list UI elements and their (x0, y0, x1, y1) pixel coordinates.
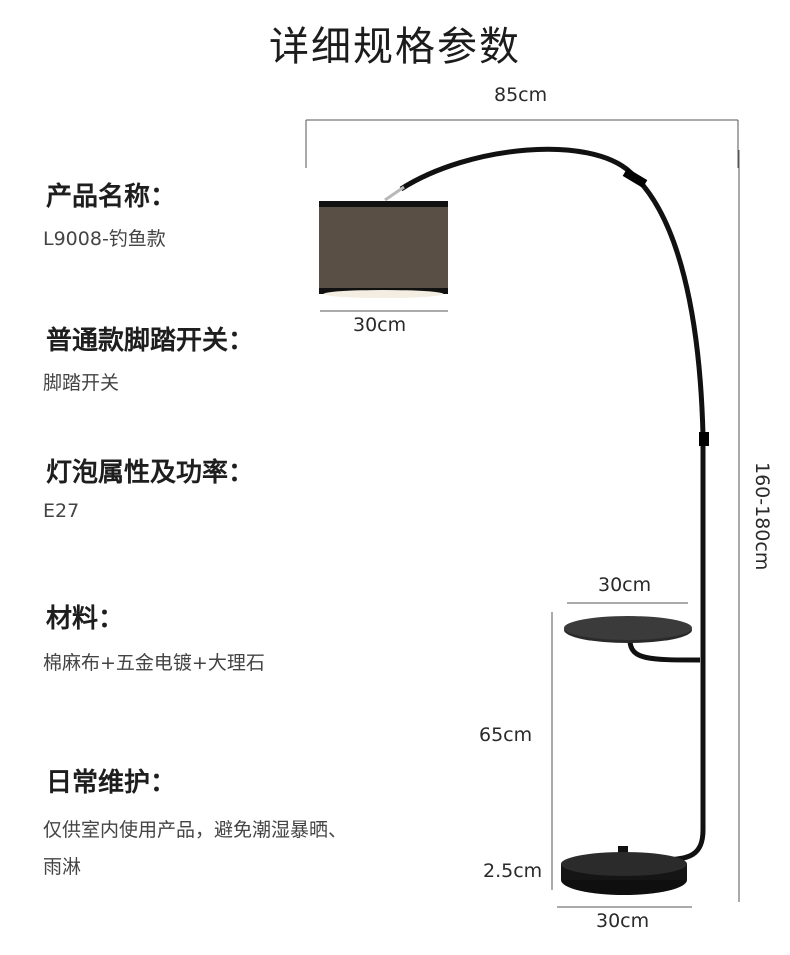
arc-joint (622, 168, 648, 188)
spec-value-material: 棉麻布+五金电镀+大理石 (43, 652, 265, 674)
spec-value-bulb: E27 (43, 500, 80, 522)
dimension-lines (305, 119, 740, 908)
spec-label-product-name: 产品名称： (46, 182, 177, 212)
spec-label-maintenance: 日常维护： (46, 768, 177, 798)
lamp-arc-pole (399, 146, 706, 863)
spec-label-bulb: 灯泡属性及功率： (46, 458, 255, 488)
dimension-label-height: 160-180cm (751, 462, 773, 571)
dimension-label-base: 30cm (596, 910, 650, 932)
pole-joint (699, 432, 709, 446)
side-tray (564, 616, 701, 663)
spec-value-product-name: L9008-钓鱼款 (43, 228, 166, 250)
spec-label-material: 材料： (46, 604, 125, 634)
page-title: 详细规格参数 (269, 24, 521, 70)
lamp-shade (319, 201, 448, 298)
dimension-label-tray: 30cm (598, 574, 652, 596)
spec-value-maintenance: 仅供室内使用产品，避免潮湿暴晒、雨淋 (43, 819, 348, 878)
dimension-label-shade: 30cm (353, 314, 407, 336)
spec-label-foot-switch: 普通款脚踏开关： (46, 326, 255, 356)
dimension-label-total-width: 85cm (494, 84, 548, 106)
marble-base (561, 846, 687, 895)
dimension-label-base-thickness: 2.5cm (483, 860, 543, 882)
dimension-label-tray-height: 65cm (479, 724, 533, 746)
spec-value-foot-switch: 脚踏开关 (43, 372, 120, 394)
shade-hanger (384, 185, 405, 202)
